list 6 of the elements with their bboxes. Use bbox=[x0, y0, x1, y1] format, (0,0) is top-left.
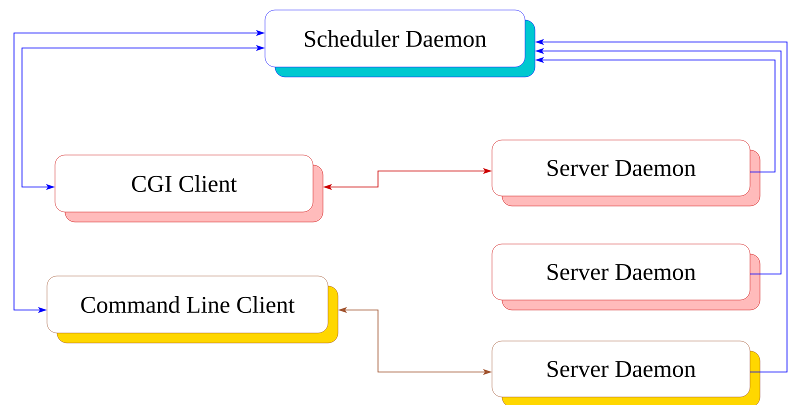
process-box: Command Line Client bbox=[46, 276, 338, 344]
process-box: Server Daemon bbox=[492, 140, 760, 206]
process-box: CGI Client bbox=[54, 154, 324, 222]
process-box: Scheduler Daemon bbox=[264, 10, 536, 78]
process-box: Server Daemon bbox=[492, 340, 760, 405]
process-box: Server Daemon bbox=[492, 244, 760, 310]
